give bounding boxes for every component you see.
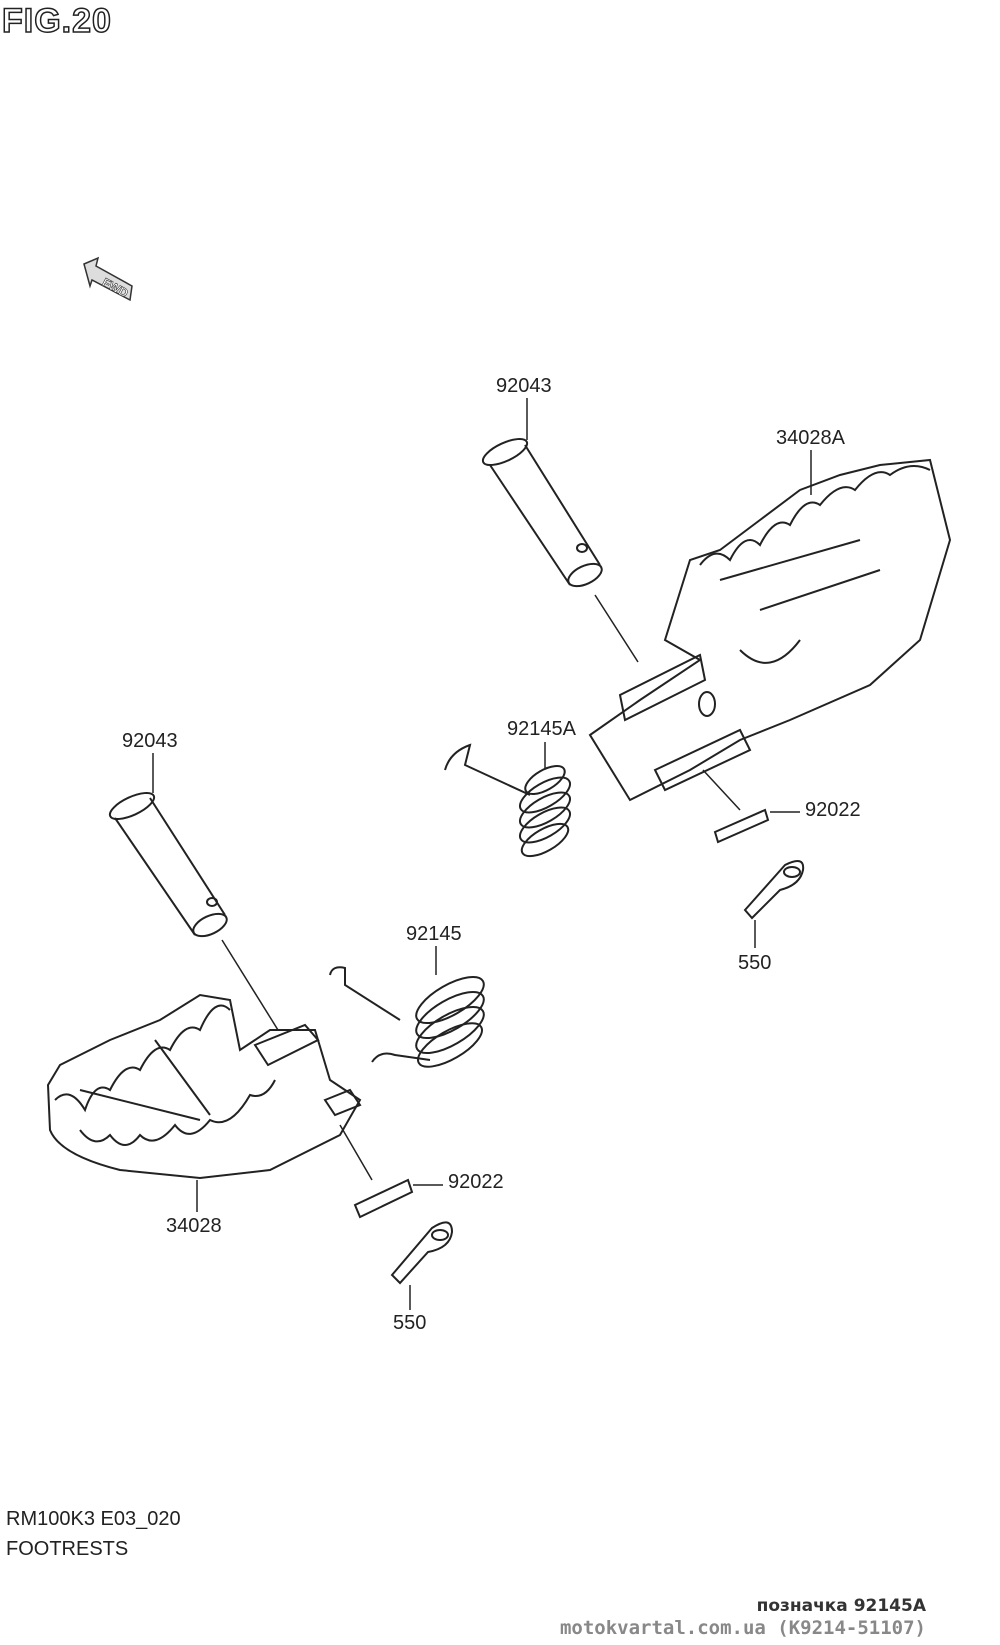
spring-right[interactable]: [444, 743, 575, 863]
cotter-pin-right[interactable]: [743, 860, 805, 920]
model-code: RM100K3 E03_020: [6, 1508, 181, 1530]
callout-spring-left: 92145: [406, 923, 462, 945]
cotter-pin-left[interactable]: [390, 1221, 454, 1285]
callout-pin-upper: 92043: [496, 375, 552, 397]
watermark: motokvartal.com.ua (K9214-51107): [559, 1617, 926, 1639]
part-note: позначка 92145A: [756, 1596, 926, 1616]
callout-pin-lower: 92043: [122, 730, 178, 752]
callout-washer-right: 92022: [805, 799, 861, 821]
section-title: FOOTRESTS: [6, 1538, 129, 1560]
callout-footrest-left: 34028: [166, 1215, 222, 1237]
fwd-arrow-icon: FWD: [83, 256, 133, 302]
spring-left[interactable]: [329, 966, 490, 1075]
callout-washer-left: 92022: [448, 1171, 504, 1193]
figure-title: FIG.20: [1, 1, 112, 41]
pin-lower[interactable]: [106, 788, 230, 941]
callout-cotter-right: 550: [738, 952, 772, 974]
callout-spring-right: 92145A: [507, 718, 576, 740]
footrest-left[interactable]: [46, 993, 362, 1180]
callout-cotter-left: 550: [393, 1312, 427, 1334]
footrest-right[interactable]: [588, 458, 952, 802]
pin-upper[interactable]: [479, 434, 605, 591]
washer-left[interactable]: [353, 1178, 414, 1219]
callout-footrest-right: 34028A: [776, 427, 845, 449]
washer-right[interactable]: [713, 808, 770, 844]
